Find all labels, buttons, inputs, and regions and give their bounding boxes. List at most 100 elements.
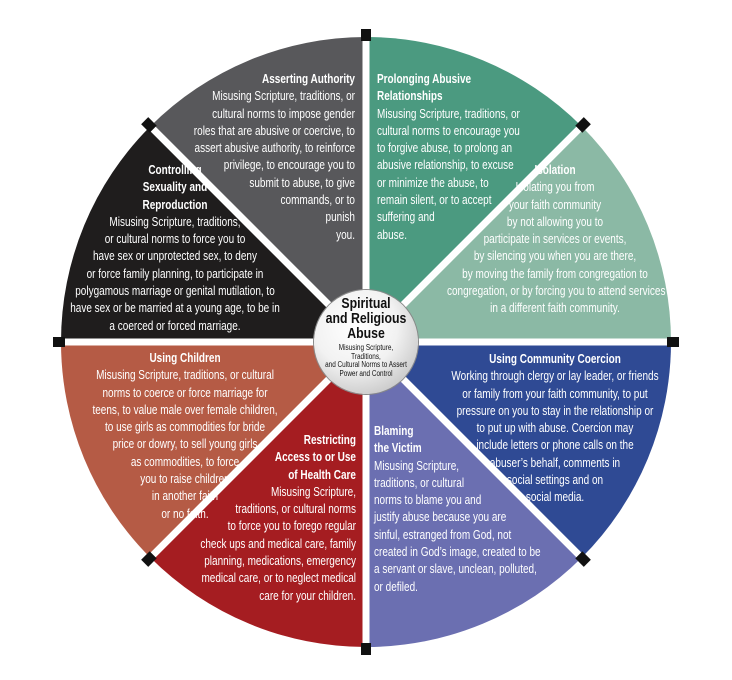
section-description-line: remain silent, or to accept xyxy=(377,193,492,208)
section-description-line: congregation, or by forcing you to atten… xyxy=(447,284,666,299)
section-title: Controlling xyxy=(148,163,202,177)
section-description-line: you to raise children xyxy=(140,472,230,487)
section-title: the Victim xyxy=(374,441,422,456)
spoke-end-marker xyxy=(141,551,157,567)
wedge-using-community-coercion xyxy=(366,342,671,558)
section-description-line: to put up with abuse. Coercion may xyxy=(476,421,634,436)
spoke-end-marker xyxy=(53,337,65,347)
section-description-line: submit to abuse, to give xyxy=(249,175,355,190)
center-hub: Spiritual and Religious Abuse Misusing S… xyxy=(314,290,418,394)
section-description-line: polygamous marriage or genital mutilatio… xyxy=(75,284,275,299)
section-title: Asserting Authority xyxy=(262,72,355,86)
section-description-line: social settings and on xyxy=(506,473,604,488)
section-title: Prolonging Abusive xyxy=(377,72,472,86)
section-description-line: to use girls as commodities for bride xyxy=(104,420,266,435)
section-title: Using Children xyxy=(149,351,221,365)
section-description-line: or family from your faith community, to … xyxy=(462,386,648,401)
section-description-line: to force you to forego regular xyxy=(227,519,356,534)
spoke-end-marker xyxy=(575,117,591,133)
section-description-line: in a different faith community. xyxy=(490,301,620,316)
section-title: Isolation xyxy=(534,163,576,177)
section-description-line: abusive relationship, to excuse xyxy=(377,158,514,173)
section-description-line: include letters or phone calls on the xyxy=(476,438,634,453)
section-description-line: or minimize the abuse, to xyxy=(377,175,489,190)
wedge-restricting-health-care xyxy=(150,342,366,647)
spoke-end-marker xyxy=(361,643,371,655)
section-description-line: participate in services or events, xyxy=(483,232,627,247)
section-description-line: abuse. xyxy=(377,227,408,242)
hub-subtitle: Misusing Scripture, Traditions, and Cult… xyxy=(324,343,407,378)
hub-title-line: and Religious xyxy=(325,310,407,327)
section-description-line: or force family planning, to participate… xyxy=(86,266,264,281)
section-description-line: cultural norms to impose gender xyxy=(212,106,355,121)
section-description-line: in another faith xyxy=(151,489,219,504)
section-description-line: Misusing Scripture, xyxy=(270,484,356,499)
wedge-controlling-sexuality-reproduction xyxy=(61,126,366,342)
spoke-end-marker xyxy=(575,551,591,567)
hub-title-line: Spiritual xyxy=(341,295,391,312)
section-description-line: Isolating you from xyxy=(515,180,595,195)
section-title: Blaming xyxy=(374,424,414,438)
section-description-line: traditions, or cultural norms xyxy=(235,502,356,517)
section-title: Relationships xyxy=(377,89,443,104)
wedge-prolonging-abusive-relationships xyxy=(366,37,582,342)
section-description-line: suffering and xyxy=(377,210,435,225)
section-description-line: by silencing you when you are there, xyxy=(473,249,637,264)
section-description-line: by not allowing you to xyxy=(506,214,604,229)
section-description-line: norms to blame you and xyxy=(374,493,482,508)
spoke-end-marker xyxy=(361,29,371,41)
section-description-line: roles that are abusive or coercive, to xyxy=(193,123,355,138)
section-description-line: social media. xyxy=(525,490,585,505)
hub-subtitle-line: Power and Control xyxy=(339,368,393,378)
section-description-line: planning, medications, emergency xyxy=(204,554,356,569)
section-description-line: abuser’s behalf, comments in xyxy=(489,455,621,470)
wedge-blaming-the-victim xyxy=(366,342,582,647)
section-description-line: or defiled. xyxy=(374,579,418,594)
section-title: of Health Care xyxy=(288,467,356,482)
section-description-line: as commodities, to force xyxy=(130,454,240,469)
section-title: Reproduction xyxy=(142,197,208,212)
section-title: Sexuality and xyxy=(142,180,208,195)
section-description-line: Misusing Scripture, traditions, xyxy=(109,214,241,229)
section-description-line: punish xyxy=(325,210,355,225)
section-title: Using Community Coercion xyxy=(489,352,621,366)
section-description-line: have sex or unprotected sex, to deny xyxy=(93,249,257,264)
section-description-line: teens, to value male over female childre… xyxy=(92,402,278,417)
section-description-line: pressure on you to stay in the relations… xyxy=(456,403,654,418)
section-description-line: created in God’s image, created to be xyxy=(374,545,541,560)
section-description-line: a servant or slave, unclean, polluted, xyxy=(374,562,537,577)
section-description-line: justify abuse because you are xyxy=(374,510,507,525)
section-description-line: a coerced or forced marriage. xyxy=(109,318,241,333)
section-description-line: or cultural norms to force you to xyxy=(104,232,246,247)
section-description-line: commands, or to xyxy=(280,193,355,208)
section-description-line: Working through clergy or lay leader, or… xyxy=(451,369,659,384)
section-description-line: traditions, or cultural xyxy=(374,475,465,490)
section-description-line: norms to coerce or force marriage for xyxy=(102,385,268,400)
hub-title-line: Abuse xyxy=(347,325,385,342)
section-description-line: to forgive abuse, to prolong an xyxy=(377,141,513,156)
section-description-line: or no faith. xyxy=(161,506,209,521)
section-description-line: you. xyxy=(336,227,355,242)
section-description-line: your faith community xyxy=(508,197,602,212)
section-title: Restricting xyxy=(303,433,356,447)
wedge-asserting-authority xyxy=(150,37,366,342)
section-description-line: assert abusive authority, to reinforce xyxy=(194,141,355,156)
section-description-line: Misusing Scripture, traditions, or cultu… xyxy=(96,368,274,383)
spoke-end-marker xyxy=(667,337,679,347)
section-description-line: have sex or be married at a young age, t… xyxy=(70,301,280,316)
wedge-isolation xyxy=(366,126,671,342)
hub-title: Spiritual and Religious Abuse xyxy=(323,296,408,341)
section-description-line: medical care, or to neglect medical xyxy=(201,571,356,586)
section-description-line: price or dowry, to sell young girls xyxy=(112,437,258,452)
section-description-line: privilege, to encourage you to xyxy=(223,158,355,173)
section-title: Access to or Use xyxy=(274,450,356,465)
hub-subtitle-line: Misusing Scripture, Traditions, xyxy=(338,343,394,361)
